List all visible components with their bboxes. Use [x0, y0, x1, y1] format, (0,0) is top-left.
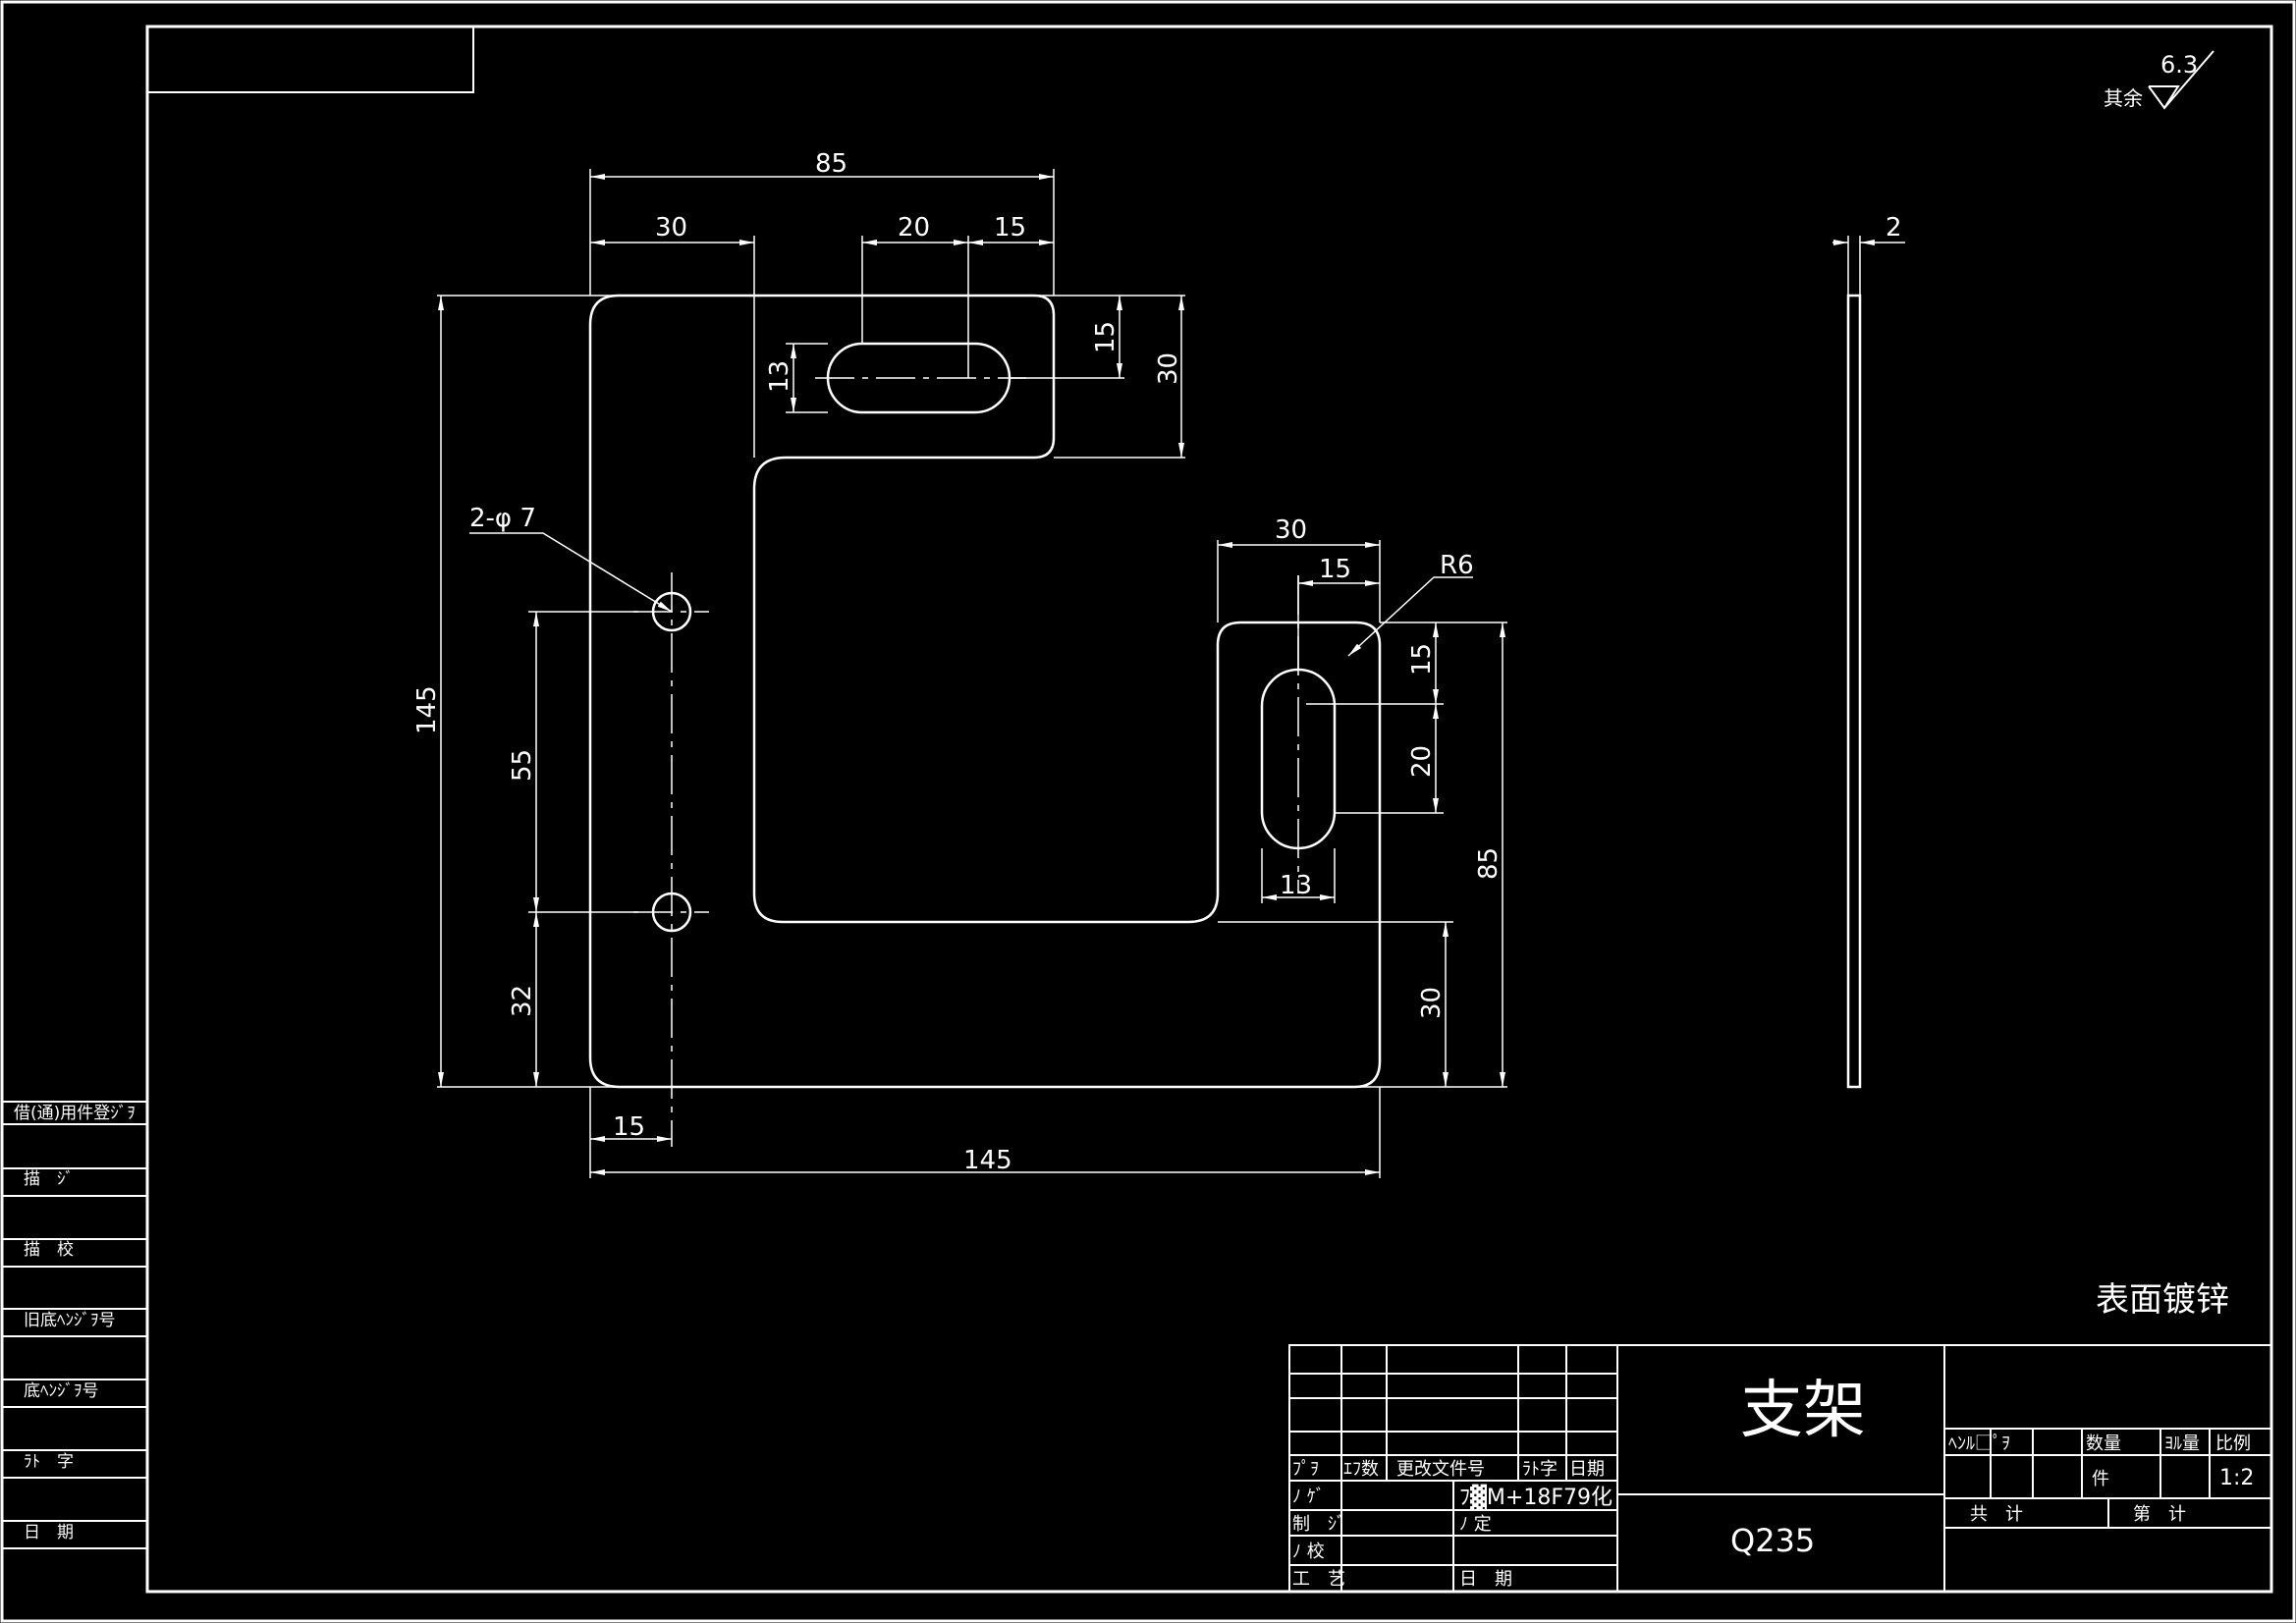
dim-tab-slot-width: 13	[1280, 871, 1312, 900]
top-slot	[826, 342, 1011, 414]
title-block-text: 支架 Q235 ﾌﾟｦ ｴﾌ数 更改文件号 ﾗﾄ字 日期 ﾉ ｹﾞ 制 ｼﾞ ﾉ…	[1292, 1375, 2254, 1590]
dim-top-width: 85	[815, 149, 847, 179]
surface-note: 表面镀锌	[2096, 1280, 2229, 1320]
material: Q235	[1730, 1522, 1815, 1559]
stamp-row-2: 描 校	[24, 1240, 74, 1260]
sign-row-0: ﾉ ｹﾞ	[1292, 1487, 1325, 1507]
rev-header-3: ﾗﾄ字	[1522, 1459, 1558, 1480]
date-label: 日 期	[1459, 1569, 1512, 1590]
scale-value: 1:2	[2219, 1466, 2254, 1490]
dim-slot-half: 15	[994, 213, 1026, 243]
sheet-number: 第 计	[2133, 1504, 2186, 1525]
stamp-row-5: ﾗﾄ 字	[24, 1452, 74, 1472]
dim-tab-slot-x: 15	[1319, 555, 1351, 584]
dim-tab-slot-top: 15	[1407, 643, 1437, 676]
left-stamp-labels: 借(通)用件登ｼﾞｦ 描 ｼﾞ 描 校 旧底ﾍﾝｼﾞｦ号 底ﾍﾝｼﾞｦ号 ﾗﾄ …	[14, 1104, 136, 1542]
inner-border	[145, 25, 2273, 1594]
rev-header-0: ﾌﾟｦ	[1292, 1459, 1319, 1480]
rev-header-4: 日期	[1569, 1459, 1605, 1480]
dim-thickness: 2	[1886, 213, 1902, 243]
header-1: 数量	[2086, 1434, 2121, 1454]
dim-left-offset: 30	[655, 213, 687, 243]
stamp-row-4: 底ﾍﾝｼﾞｦ号	[24, 1381, 99, 1401]
rev-header-2: 更改文件号	[1396, 1459, 1485, 1480]
qty-unit: 件	[2092, 1469, 2109, 1489]
approve-label: ﾉ 定	[1459, 1514, 1492, 1535]
dim-tab-slot-length: 20	[1407, 745, 1437, 778]
stamp-row-6: 日 期	[24, 1523, 74, 1542]
part-outline	[588, 294, 1382, 1089]
dim-hole-label: 2-φ 7	[469, 504, 536, 533]
dim-tab-width: 30	[1275, 515, 1307, 545]
mid-text: ﾌ▓M+18F79化	[1459, 1484, 1613, 1510]
centerlines	[633, 377, 1299, 1147]
rev-header-1: ｴﾌ数	[1343, 1459, 1379, 1480]
sign-row-1: 制 ｼﾞ	[1292, 1514, 1345, 1535]
header-2: ﾖﾙ量	[2164, 1434, 2200, 1454]
stamp-row-1: 描 ｼﾞ	[24, 1169, 74, 1189]
stamp-row-0: 借(通)用件登ｼﾞｦ	[14, 1104, 136, 1123]
dim-bottom-30: 30	[1417, 987, 1447, 1019]
sign-row-2: ﾉ 校	[1292, 1542, 1325, 1562]
dimension-lines	[437, 169, 1507, 1178]
sign-row-3: 工 艺	[1292, 1569, 1345, 1590]
dim-hole-spacing: 55	[508, 749, 537, 782]
dim-slot-length: 20	[898, 213, 930, 243]
roughness-value: 6.3	[2160, 51, 2198, 79]
dim-hole-x: 15	[613, 1112, 645, 1142]
roughness-prefix: 其余	[2104, 86, 2143, 110]
dim-slot-right-15: 15	[1091, 321, 1121, 353]
dim-tab-height: 85	[1474, 847, 1503, 880]
header-3: 比例	[2215, 1434, 2251, 1454]
dim-bottom-width: 145	[963, 1146, 1012, 1175]
dimension-labels: 85 30 20 15 15 30 13 2-φ 7 145 55 32 15 …	[412, 149, 1902, 1175]
title-block	[1288, 1344, 2272, 1593]
total-sheets: 共 计	[1970, 1504, 2023, 1525]
side-view	[1832, 236, 1905, 1089]
left-stamp-table	[2, 1101, 147, 1549]
top-left-box	[146, 26, 474, 93]
dim-radius: R6	[1440, 551, 1474, 580]
dim-hole-bottom: 32	[508, 985, 537, 1017]
dim-slot-right-30: 30	[1154, 352, 1183, 385]
dim-slot-width: 13	[765, 360, 794, 393]
dim-height-total: 145	[412, 685, 442, 734]
roughness-symbol: 其余 6.3	[2104, 50, 2214, 110]
part-name: 支架	[1740, 1375, 1866, 1447]
header-0: ﾍﾝﾙ□ﾟｦ	[1948, 1434, 2010, 1454]
stamp-row-3: 旧底ﾍﾝｼﾞｦ号	[24, 1311, 116, 1330]
